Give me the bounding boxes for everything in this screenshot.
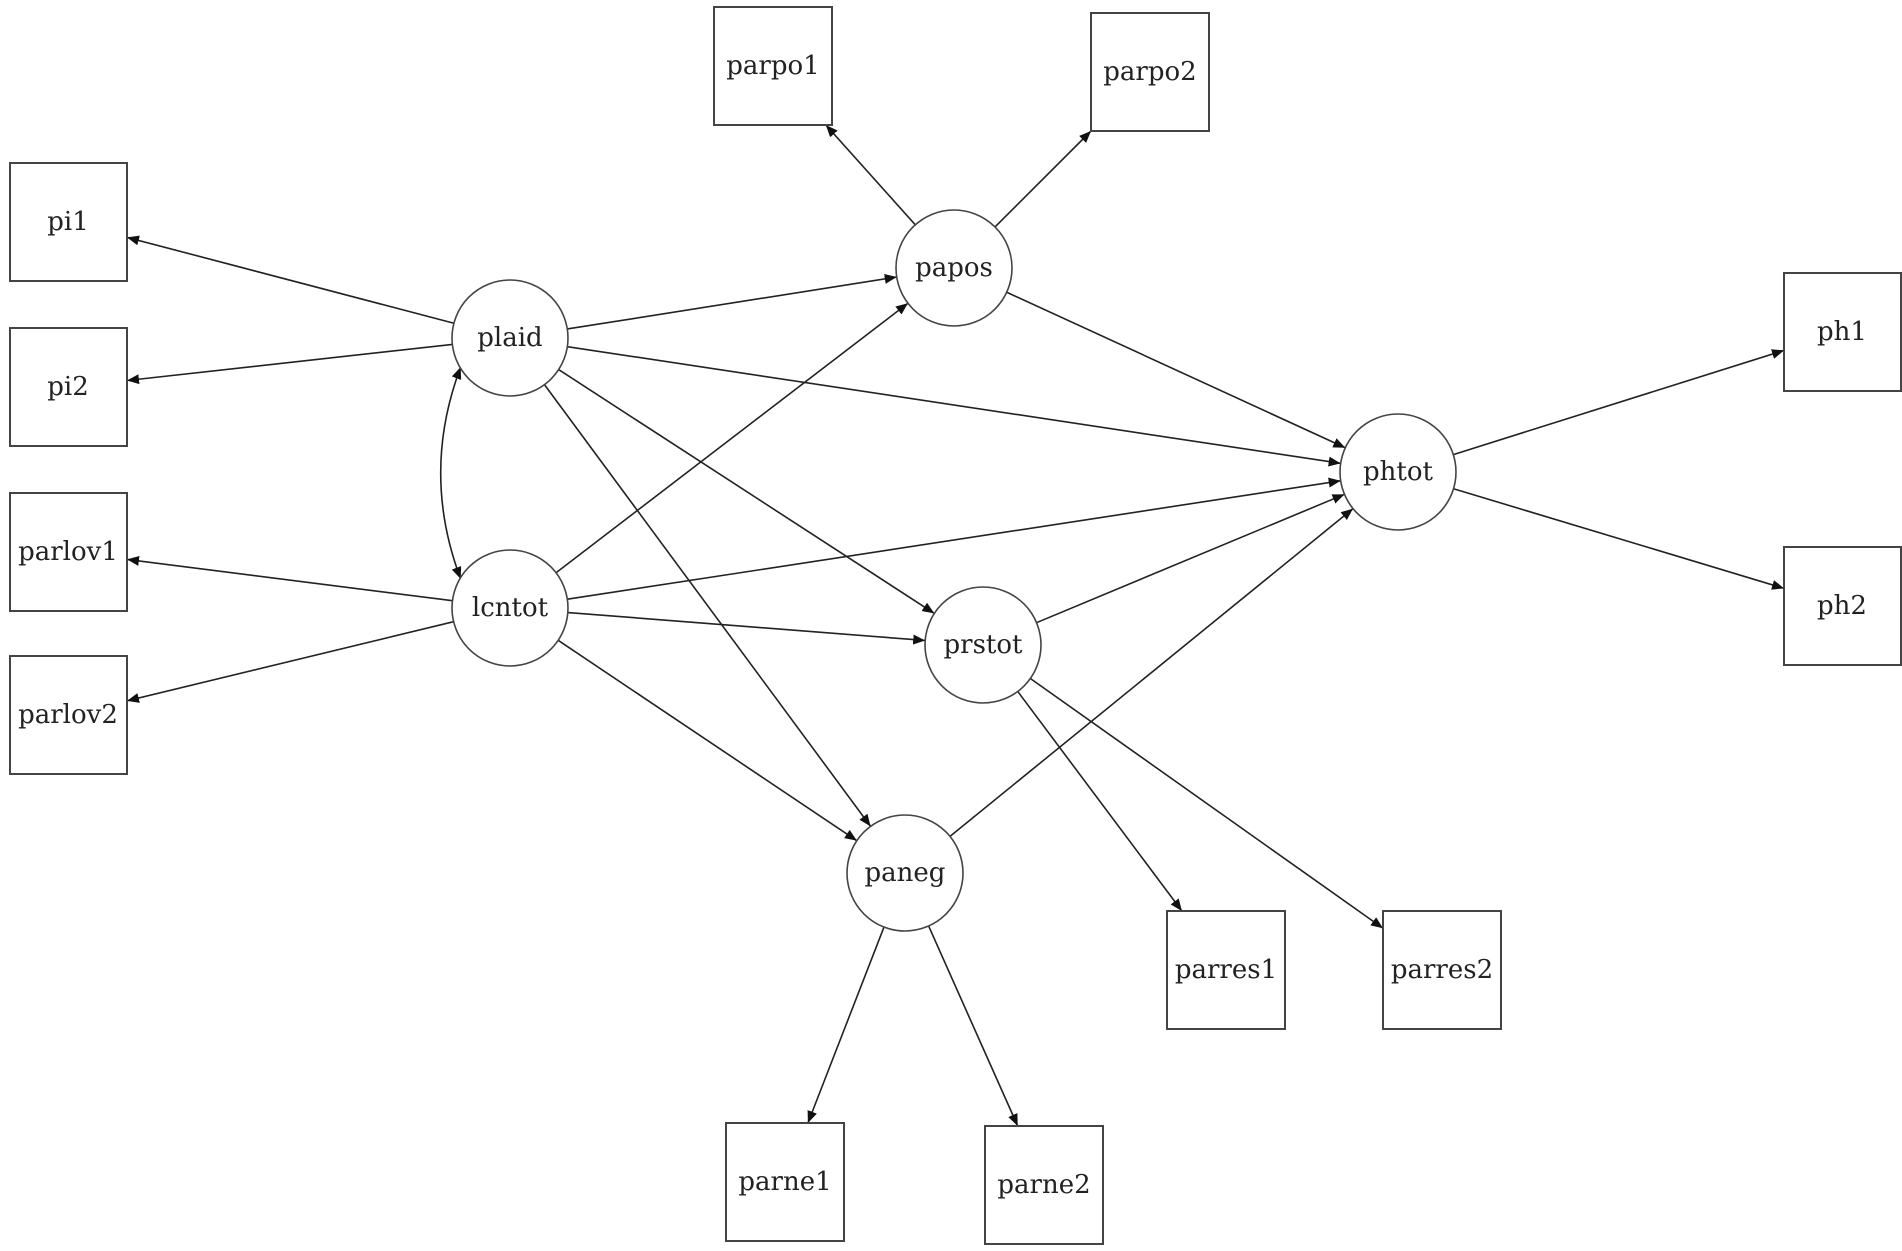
edge-paneg-to-parne2 xyxy=(927,925,1019,1127)
node-label: parres1 xyxy=(1175,955,1277,985)
edge-lcntot-to-prstot xyxy=(567,611,926,645)
observed-node-parpo2: parpo2 xyxy=(1090,12,1210,132)
observed-node-parres2: parres2 xyxy=(1382,910,1502,1030)
node-label: ph1 xyxy=(1817,317,1867,347)
edge-lcntot-to-phtot xyxy=(567,477,1341,601)
latent-node-phtot: phtot xyxy=(1339,413,1457,531)
edge-lcntot-to-papos xyxy=(555,302,909,574)
latent-node-papos: papos xyxy=(895,209,1013,327)
edge-lcntot-to-parlov1 xyxy=(126,555,453,602)
node-label: lcntot xyxy=(472,593,549,623)
observed-node-parlov2: parlov2 xyxy=(9,655,128,775)
covariance-plaid-lcntot xyxy=(439,366,462,580)
edge-papos-to-parpo2 xyxy=(994,130,1092,228)
edge-papos-to-parpo1 xyxy=(825,124,916,226)
edge-phtot-to-ph2 xyxy=(1453,487,1785,590)
edge-plaid-to-pi1 xyxy=(126,235,455,325)
node-label: papos xyxy=(915,253,993,283)
edge-papos-to-phtot xyxy=(1006,291,1346,449)
latent-node-plaid: plaid xyxy=(451,279,569,397)
node-label: phtot xyxy=(1363,457,1433,487)
edge-prstot-to-parres2 xyxy=(1029,677,1384,929)
node-label: pi2 xyxy=(47,372,89,402)
edge-prstot-to-phtot xyxy=(1036,493,1345,624)
edge-prstot-to-parres1 xyxy=(1017,690,1183,912)
node-label: pi1 xyxy=(47,207,89,237)
latent-node-paneg: paneg xyxy=(846,814,964,932)
edge-plaid-to-phtot xyxy=(567,345,1341,467)
edges-layer xyxy=(126,124,1785,1127)
observed-node-parpo1: parpo1 xyxy=(713,6,833,126)
node-label: ph2 xyxy=(1817,591,1867,621)
latent-node-prstot: prstot xyxy=(924,586,1042,704)
edge-plaid-to-prstot xyxy=(558,368,935,615)
edge-lcntot-to-paneg xyxy=(557,639,858,842)
observed-node-parne2: parne2 xyxy=(984,1125,1104,1245)
node-label: parlov2 xyxy=(18,700,118,730)
edge-lcntot-to-parlov2 xyxy=(126,620,454,703)
observed-node-ph2: ph2 xyxy=(1783,546,1902,666)
node-label: parpo2 xyxy=(1103,57,1196,87)
edge-paneg-to-phtot xyxy=(949,507,1354,838)
edge-plaid-to-pi2 xyxy=(126,343,453,385)
observed-node-parne1: parne1 xyxy=(725,1122,845,1242)
edge-plaid-to-papos xyxy=(567,273,897,330)
observed-node-ph1: ph1 xyxy=(1783,272,1902,392)
node-label: parne1 xyxy=(738,1167,831,1197)
node-label: parres2 xyxy=(1391,955,1493,985)
node-label: parpo1 xyxy=(726,51,819,81)
node-label: paneg xyxy=(865,858,946,888)
edge-plaid-to-paneg xyxy=(543,384,872,827)
observed-node-parres1: parres1 xyxy=(1166,910,1286,1030)
node-label: prstot xyxy=(944,630,1024,660)
observed-node-pi1: pi1 xyxy=(9,162,128,282)
node-label: plaid xyxy=(477,323,542,353)
node-label: parne2 xyxy=(997,1170,1090,1200)
edge-paneg-to-parne1 xyxy=(807,926,885,1124)
observed-node-pi2: pi2 xyxy=(9,327,128,447)
latent-node-lcntot: lcntot xyxy=(451,549,569,667)
edge-phtot-to-ph1 xyxy=(1453,349,1785,456)
node-label: parlov1 xyxy=(18,537,118,567)
observed-node-parlov1: parlov1 xyxy=(9,492,128,612)
